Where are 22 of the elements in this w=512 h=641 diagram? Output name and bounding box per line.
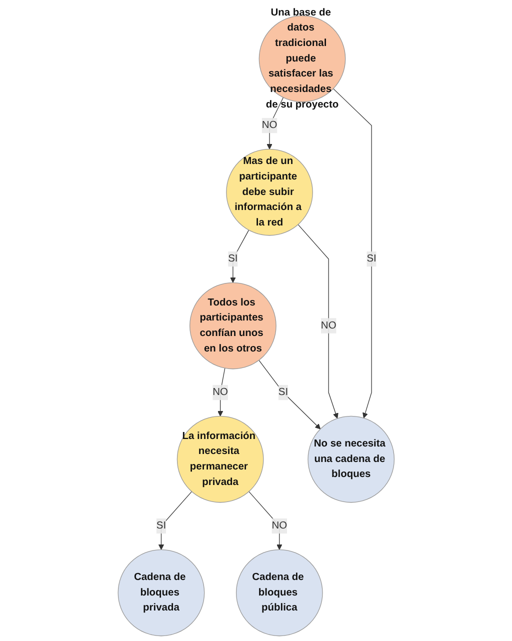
node-circle: Cadena de bloques pública xyxy=(236,549,323,636)
arrow xyxy=(298,224,338,419)
arrow xyxy=(266,97,284,150)
node-circle: La información necesita permanecer privada xyxy=(176,416,264,503)
arrow xyxy=(230,230,249,283)
node-circle: Cadena de bloques privada xyxy=(118,549,204,636)
arrow xyxy=(248,491,282,550)
edge-label: SI xyxy=(278,386,288,398)
edge-label: NO xyxy=(212,386,228,398)
edge-label: NO xyxy=(320,320,336,331)
edge-label: NO xyxy=(272,520,287,532)
arrow xyxy=(217,368,226,416)
node-circle: Mas de un participante debe subir información a la red xyxy=(226,148,313,236)
arrow xyxy=(332,88,372,418)
arrow xyxy=(158,491,192,550)
arrow xyxy=(258,360,320,430)
node-circle: Todos los participantes confían unos en los otros xyxy=(189,282,276,370)
edge-label: SI xyxy=(228,253,238,264)
edge-label: SI xyxy=(366,253,376,264)
node-circle: No se necesita una cadena de bloques xyxy=(308,416,394,503)
edge-label: NO xyxy=(262,120,278,131)
edge-label: SI xyxy=(156,520,166,532)
